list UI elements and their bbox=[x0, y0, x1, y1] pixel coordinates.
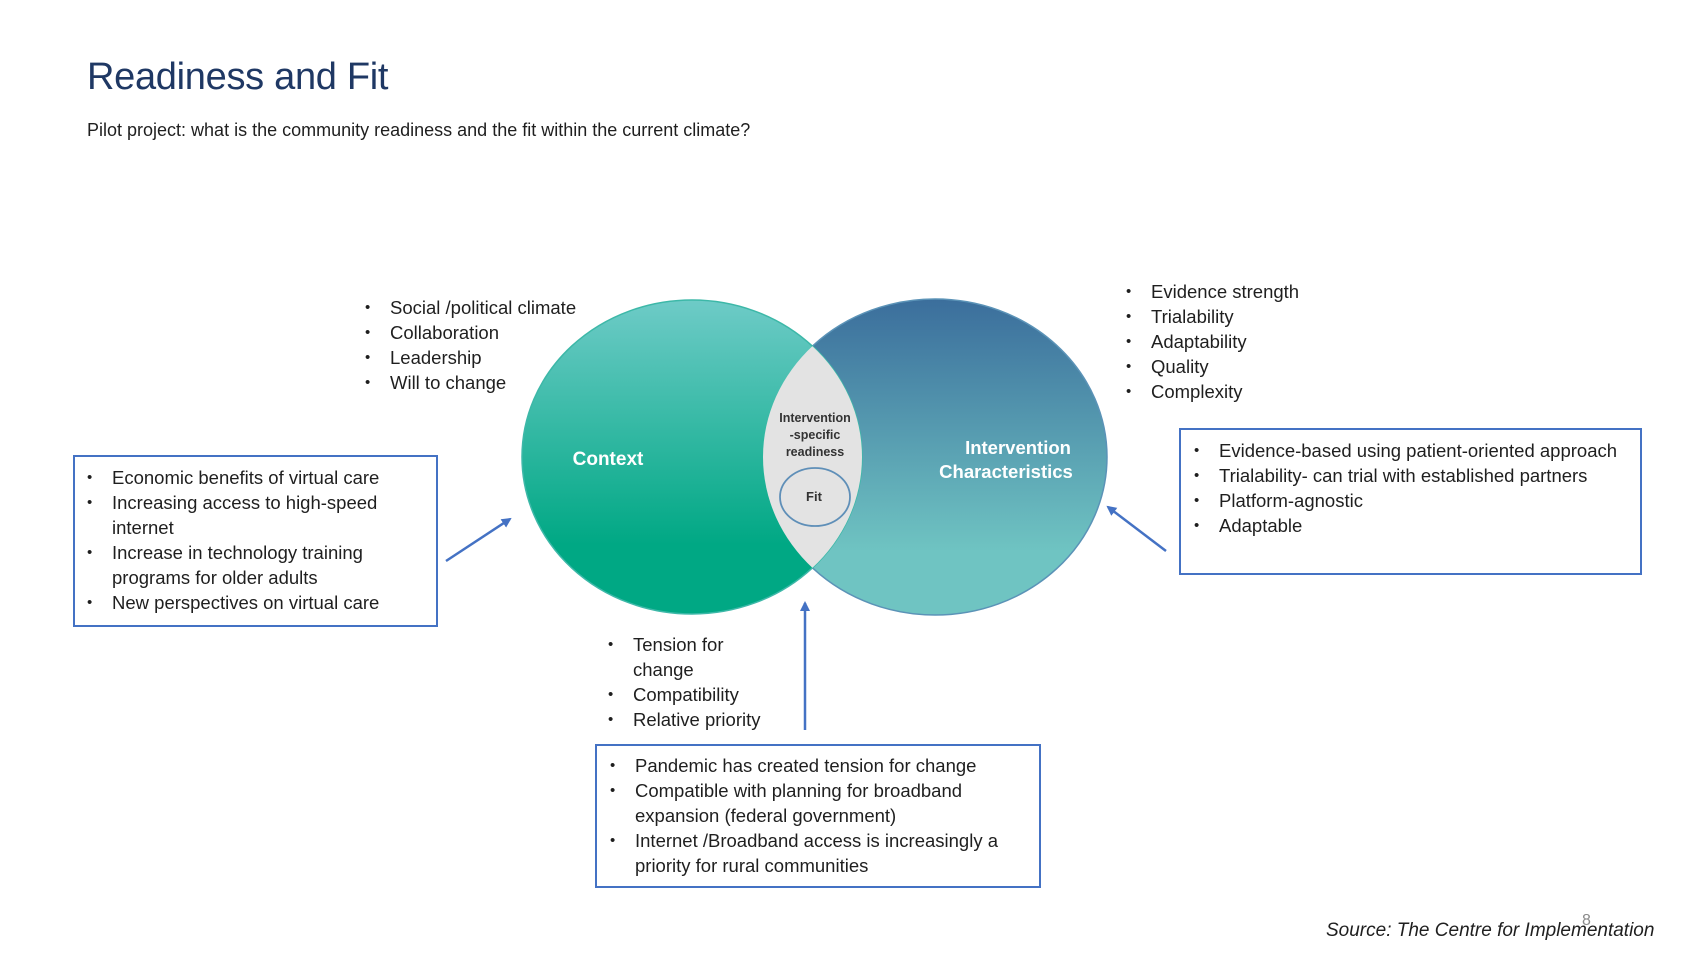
arrow-intervention bbox=[1106, 505, 1167, 552]
list-item: Trialability bbox=[1126, 304, 1299, 329]
fit-details-box: Pandemic has created tension for change … bbox=[595, 744, 1041, 888]
list-item: Complexity bbox=[1126, 379, 1299, 404]
context-factors-list: Social /political climate Collaboration … bbox=[365, 295, 576, 395]
list-item: Compatibility bbox=[608, 682, 773, 707]
list-item: Platform-agnostic bbox=[1194, 488, 1630, 513]
list-item: Social /political climate bbox=[365, 295, 576, 320]
venn-right-label-line2: Characteristics bbox=[939, 461, 1073, 482]
venn-overlap-label-line1: Intervention bbox=[779, 411, 851, 425]
list-item: Trialability- can trial with established… bbox=[1194, 463, 1630, 488]
list-item: Tension for change bbox=[608, 632, 773, 682]
list-item: Collaboration bbox=[365, 320, 576, 345]
fit-circle bbox=[779, 467, 851, 527]
venn-left-label: Context bbox=[573, 449, 644, 470]
list-item: Pandemic has created tension for change bbox=[610, 753, 1029, 778]
venn-overlap-label-line2: -specific bbox=[790, 428, 841, 442]
slide-title: Readiness and Fit bbox=[87, 56, 389, 98]
list-item: Economic benefits of virtual care bbox=[87, 465, 426, 490]
slide-subtitle: Pilot project: what is the community rea… bbox=[87, 120, 751, 140]
page-number: 8 bbox=[1582, 912, 1591, 929]
list-item: Compatible with planning for broadband e… bbox=[610, 778, 1029, 828]
list-item: Adaptability bbox=[1126, 329, 1299, 354]
list-item: Leadership bbox=[365, 345, 576, 370]
fit-label: Fit bbox=[806, 489, 823, 504]
source-citation: Source: The Centre for Implementation bbox=[1326, 920, 1655, 941]
list-item: Internet /Broadband access is increasing… bbox=[610, 828, 1029, 878]
intervention-details-box: Evidence-based using patient-oriented ap… bbox=[1179, 428, 1642, 575]
list-item: Increase in technology training programs… bbox=[87, 540, 426, 590]
list-item: Quality bbox=[1126, 354, 1299, 379]
venn-overlap-label-line3: readiness bbox=[786, 445, 844, 459]
list-item: Evidence strength bbox=[1126, 279, 1299, 304]
venn-right-label-line1: Intervention bbox=[965, 437, 1071, 458]
arrow-context bbox=[445, 517, 512, 563]
list-item: Relative priority bbox=[608, 707, 773, 732]
list-item: Evidence-based using patient-oriented ap… bbox=[1194, 438, 1630, 463]
list-item: Adaptable bbox=[1194, 513, 1630, 538]
context-details-box: Economic benefits of virtual care Increa… bbox=[73, 455, 438, 627]
fit-factors-list: Tension for change Compatibility Relativ… bbox=[608, 632, 773, 732]
list-item: Will to change bbox=[365, 370, 576, 395]
intervention-factors-list: Evidence strength Trialability Adaptabil… bbox=[1126, 279, 1299, 404]
list-item: New perspectives on virtual care bbox=[87, 590, 426, 615]
list-item: Increasing access to high-speed internet bbox=[87, 490, 426, 540]
